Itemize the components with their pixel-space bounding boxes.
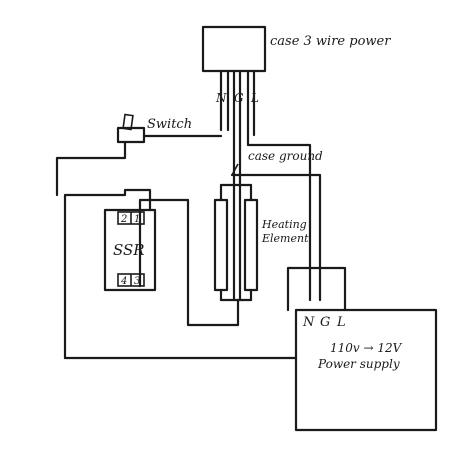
ssr-label: SSR <box>113 241 145 259</box>
ssr-terminal-1: 1 <box>134 214 140 225</box>
supply-lead-g: G <box>320 315 330 330</box>
ssr-terminal-2: 2 <box>120 214 127 225</box>
case-power-label: case 3 wire power <box>270 34 391 49</box>
left-wiring <box>55 140 298 360</box>
supply-label-1: 110v → 12V <box>330 341 403 355</box>
heating-label-2: Element <box>261 232 309 245</box>
case-ground-label: case ground <box>248 149 323 163</box>
ssr-terminal-3: 3 <box>134 276 140 287</box>
power-supply-box <box>294 308 438 432</box>
ssr-box <box>103 208 157 292</box>
supply-input-wires <box>286 266 347 312</box>
lead-n: N <box>215 91 227 105</box>
heating-element <box>213 183 259 302</box>
ssr-to-element-wire <box>138 198 240 327</box>
lead-l: L <box>250 91 259 105</box>
ssr-terminal-4: 4 <box>120 276 127 287</box>
supply-lead-l: L <box>336 315 346 330</box>
switch-label: Switch <box>147 117 192 132</box>
supply-lead-n: N <box>302 315 315 330</box>
lead-g: G <box>234 91 244 105</box>
switch <box>116 113 223 144</box>
case-power-box <box>201 25 267 73</box>
case-ground-wire <box>230 133 322 302</box>
heating-label-1: Heating <box>261 218 307 231</box>
supply-label-2: Power supply <box>317 357 400 371</box>
